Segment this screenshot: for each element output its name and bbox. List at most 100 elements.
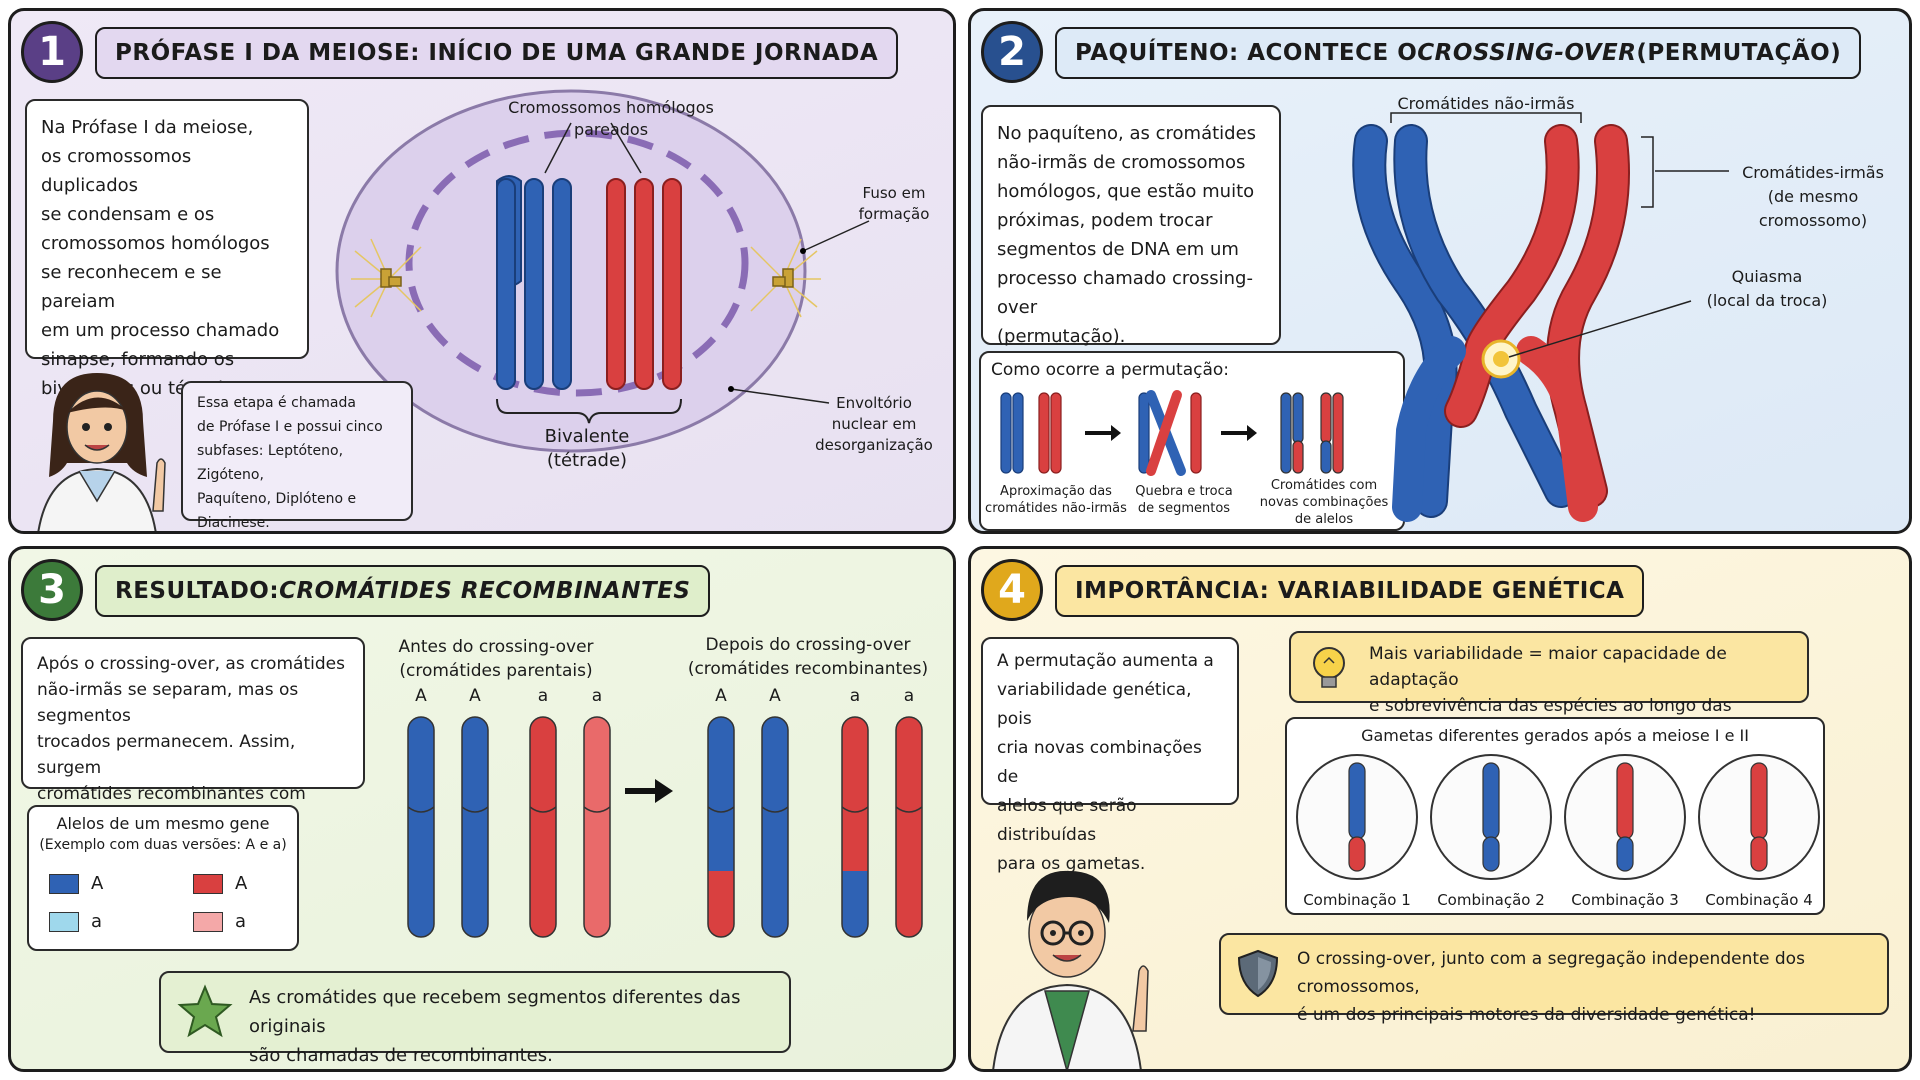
allele-label: A — [469, 686, 481, 706]
subphases-note: Essa etapa é chamada de Prófase I e poss… — [181, 381, 413, 531]
arrow-right-icon — [625, 779, 673, 803]
legend-item: a — [49, 907, 102, 936]
crossing-steps-diagram — [1000, 390, 1344, 476]
title-emphasis: CROSSING-OVER — [1417, 40, 1637, 66]
legend-label: A — [91, 873, 104, 894]
gamete-cell: Combinação 3 — [1561, 753, 1689, 913]
allele-label: a — [537, 686, 549, 706]
gamete-cell: Combinação 4 — [1695, 753, 1823, 913]
panel-result: 3 RESULTADO: CROMÁTIDES RECOMBINANTES Ap… — [8, 546, 956, 1072]
label-chiasma: Quiasma (local da troca) — [1706, 267, 1828, 310]
step-approach-label: Aproximação das cromátides não-irmãs — [985, 484, 1127, 516]
intro-text-box: Após o crossing-over, as cromátides não-… — [21, 637, 365, 856]
gamete-cell-diagram — [1430, 754, 1552, 880]
legend-swatch — [193, 911, 223, 932]
gamete-chromatid-top — [1482, 762, 1500, 840]
allele-label: a — [849, 686, 861, 706]
title-part: PAQUÍTENO: ACONTECE O — [1075, 40, 1418, 66]
chromatid-parental-4 — [583, 716, 611, 938]
label-bivalent: Bivalente (tétrade) — [544, 426, 630, 471]
legend-label: a — [235, 911, 247, 932]
intro-text-box: No paquíteno, as cromátides não-irmãs de… — [981, 105, 1281, 347]
legend-swatch — [193, 873, 223, 894]
chromatid-parental-3 — [529, 716, 557, 938]
chromatid-recombinant-2 — [761, 716, 789, 938]
chromatid-recombinant-4 — [895, 716, 923, 938]
gamete-chromatid-bottom — [1482, 836, 1500, 872]
chromatid-parental-1 — [407, 716, 435, 938]
panel-title: RESULTADO: CROMÁTIDES RECOMBINANTES — [95, 565, 711, 617]
recombinant-note: As cromátides que recebem segmentos dife… — [159, 971, 791, 1066]
panel-pachytene: 2 PAQUÍTENO: ACONTECE O CROSSING-OVER (P… — [968, 8, 1912, 534]
allele-label: A — [715, 686, 727, 706]
gamete-label: Combinação 2 — [1437, 891, 1545, 909]
label-homologs: Cromossomos homólogos pareados — [508, 98, 714, 139]
legend-label: A — [235, 873, 248, 894]
gamete-cell: Combinação 1 — [1293, 753, 1421, 913]
gamete-cell-diagram — [1564, 754, 1686, 880]
gametes-title: Gametas diferentes gerados após a meiose… — [1361, 726, 1749, 745]
homolog-red — [606, 178, 682, 390]
lightbulb-icon — [1313, 647, 1345, 688]
label-nuclear-envelope: Envoltório nuclear em desorganização — [815, 394, 933, 454]
panel-title: IMPORTÂNCIA: VARIABILIDADE GENÉTICA — [1055, 565, 1645, 617]
gamete-chromatid-bottom — [1750, 836, 1768, 872]
gamete-label: Combinação 1 — [1303, 891, 1411, 909]
legend-item: A — [49, 869, 103, 898]
step-break-label: Quebra e troca de segmentos — [1135, 484, 1233, 516]
scientist-man-avatar — [992, 870, 1149, 1069]
legend-subtitle: (Exemplo com duas versões: A e a) — [39, 837, 287, 853]
gamete-cell-diagram — [1698, 754, 1820, 880]
tip-box: Mais variabilidade = maior capacidade de… — [1289, 631, 1809, 742]
step-new-combination-label: Cromátides com novas combinações de alel… — [1259, 478, 1389, 527]
intro-text-box: Na Prófase I da meiose, os cromossomos d… — [25, 99, 309, 399]
before-title: Antes do crossing-over — [398, 637, 594, 657]
allele-label: A — [769, 686, 781, 706]
star-icon — [177, 984, 233, 1038]
recombinant-diagram — [407, 716, 923, 938]
title-part: RESULTADO: — [115, 578, 280, 604]
label-nonsister-chromatids: Cromátides não-irmãs — [1397, 94, 1575, 113]
allele-label: A — [415, 686, 427, 706]
after-title: Depois do crossing-over — [705, 635, 911, 655]
gamete-label: Combinação 4 — [1705, 891, 1813, 909]
steps-title: Como ocorre a permutação: — [991, 360, 1230, 380]
allele-legend: Alelos de um mesmo gene (Exemplo com dua… — [27, 805, 299, 951]
crossing-steps-box: Como ocorre a permutação: Aproximação da… — [979, 351, 1405, 531]
legend-label: a — [91, 911, 103, 932]
panel-title: PRÓFASE I DA MEIOSE: INÍCIO DE UMA GRAND… — [95, 27, 899, 79]
homolog-blue — [496, 175, 572, 390]
gamete-chromatid-bottom — [1616, 836, 1634, 872]
intro-text-box: A permutação aumenta a variabilidade gen… — [981, 637, 1239, 874]
gamete-cell-diagram — [1296, 754, 1418, 880]
chromatid-recombinant-1 — [707, 716, 735, 938]
gametes-box: Gametas diferentes gerados após a meiose… — [1285, 717, 1825, 915]
legend-swatch — [49, 911, 79, 932]
conclusion-box: O crossing-over, junto com a segregação … — [1219, 933, 1889, 1025]
step-number-badge: 1 — [21, 21, 83, 83]
legend-swatch — [49, 873, 79, 894]
title-part: (PERMUTAÇÃO) — [1636, 40, 1842, 66]
gamete-cell: Combinação 2 — [1427, 753, 1555, 913]
scientist-woman-avatar — [37, 373, 166, 531]
step-number-badge: 2 — [981, 21, 1043, 83]
legend-item: a — [193, 907, 246, 936]
after-subtitle: (cromátides recombinantes) — [687, 659, 929, 679]
legend-title: Alelos de um mesmo gene — [56, 814, 270, 833]
gamete-chromatid-top — [1616, 762, 1634, 840]
allele-label: a — [591, 686, 603, 706]
conclusion-text: O crossing-over, junto com a segregação … — [1297, 949, 1805, 1025]
chiasma-diagram — [1352, 112, 1729, 522]
gamete-chromatid-top — [1750, 762, 1768, 840]
chromatid-parental-2 — [461, 716, 489, 938]
legend-item: A — [193, 869, 247, 898]
gamete-chromatid-bottom — [1348, 836, 1366, 872]
panel-importance: 4 IMPORTÂNCIA: VARIABILIDADE GENÉTICA A … — [968, 546, 1912, 1072]
before-subtitle: (cromátides parentais) — [399, 661, 593, 681]
allele-label: a — [903, 686, 915, 706]
spindle-left-icon — [351, 238, 422, 318]
step-number-badge: 4 — [981, 559, 1043, 621]
panel-title: PAQUÍTENO: ACONTECE O CROSSING-OVER (PER… — [1055, 27, 1862, 79]
label-spindle: Fuso em formação — [858, 184, 930, 223]
